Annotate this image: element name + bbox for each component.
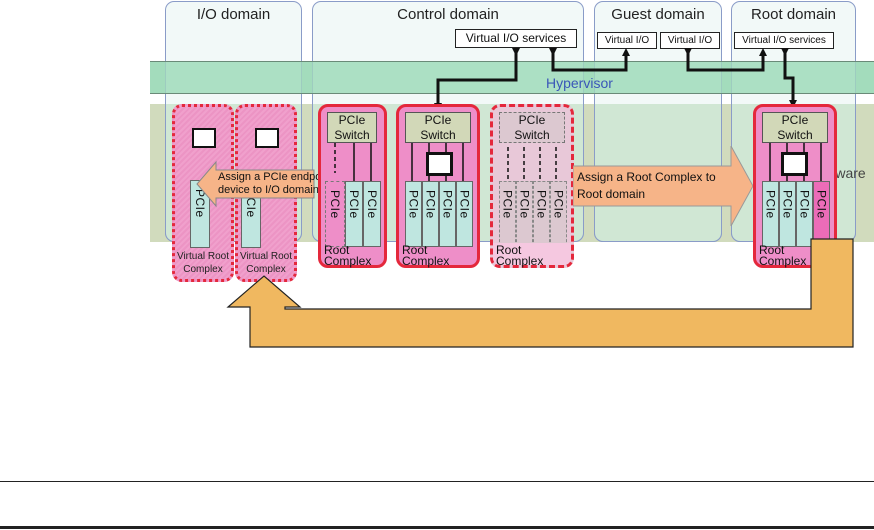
guest-vio-1[interactable]: Virtual I/O <box>597 32 657 49</box>
pcie-label: PCIe <box>365 190 379 219</box>
pcie-label: PCIe <box>347 190 361 219</box>
divider-line-thick <box>0 526 874 529</box>
endpoint-chip <box>426 152 453 176</box>
pcie-label: PCIe <box>440 190 455 219</box>
root-complex-control-3-reassigned[interactable]: PCIe Switch PCIe PCIe PCIe PCIe Root Com… <box>490 104 574 268</box>
callout-endpoint-line2: device to I/O domain <box>218 184 319 196</box>
rc-label-line2: Complex <box>402 254 450 268</box>
pcie-label: PCIe <box>517 190 532 219</box>
callout-rc-line1: Assign a Root Complex to <box>577 170 716 184</box>
rc-label-line1: Root <box>324 243 350 257</box>
root-complex-control-2[interactable]: PCIe Switch PCIe PCIe PCIe PCIe Root Com… <box>396 104 480 268</box>
endpoint-chip <box>781 152 808 176</box>
rc-label-line1: Root <box>759 243 785 257</box>
pcie-label: PCIe <box>534 190 549 219</box>
pcie-slot[interactable]: PCIe <box>550 181 567 247</box>
vrc-label-line1: Virtual Root <box>239 251 293 262</box>
pcie-slot[interactable]: PCIe <box>405 181 422 247</box>
arrow-control-vio-to-switch <box>434 48 520 111</box>
arrow-guest-to-root-vio <box>684 48 767 72</box>
pcie-switch: PCIe Switch <box>762 112 828 143</box>
root-complex-control-1[interactable]: PCIe Switch PCIe PCIe PCIe Root Complex <box>318 104 387 268</box>
domain-title-control: Control domain <box>397 6 499 23</box>
pcie-slot[interactable]: PCIe <box>516 181 533 247</box>
rc-label-line1: Root <box>496 243 522 257</box>
vrc-label-line2: Complex <box>183 264 223 275</box>
pcie-label: PCIe <box>328 190 342 219</box>
pcie-slot[interactable]: PCIe <box>796 181 813 247</box>
pcie-label: PCIe <box>193 189 207 218</box>
endpoint-chip <box>192 128 216 148</box>
callout-endpoint-line1: Assign a PCIe endpoint <box>218 171 333 183</box>
pcie-label: PCIe <box>500 190 515 219</box>
pcie-switch: PCIe Switch <box>499 112 565 143</box>
pcie-slot-reassigned[interactable]: PCIe <box>325 181 345 247</box>
switch-links <box>507 147 557 179</box>
callout-rc-line2: Root domain <box>577 187 646 201</box>
pcie-label: PCIe <box>763 190 778 219</box>
divider-line <box>0 481 874 482</box>
pcie-label: PCIe <box>814 190 829 219</box>
pcie-label: PCIe <box>457 190 472 219</box>
pcie-switch: PCIe Switch <box>405 112 471 143</box>
pcie-switch: PCIe Switch <box>327 112 377 143</box>
endpoint-chip <box>255 128 279 148</box>
switch-links <box>334 143 372 183</box>
pcie-slot[interactable]: PCIe <box>422 181 439 247</box>
pcie-label: PCIe <box>423 190 438 219</box>
callout-assign-rc: Assign a Root Complex to Root domain <box>577 169 716 203</box>
pcie-slot[interactable]: PCIe <box>779 181 796 247</box>
pcie-label: PCIe <box>780 190 795 219</box>
pcie-slot[interactable]: PCIe <box>439 181 456 247</box>
vrc-label-line1: Virtual Root <box>176 251 230 262</box>
pcie-slot[interactable]: PCIe <box>762 181 779 247</box>
pcie-label: PCIe <box>551 190 566 219</box>
domain-title-root: Root domain <box>750 6 837 23</box>
pcie-slot[interactable]: PCIe <box>190 180 210 248</box>
rc-label-line1: Root <box>402 243 428 257</box>
pcie-label: PCIe <box>406 190 421 219</box>
vrc-label-line2: Complex <box>246 264 286 275</box>
root-complex-root-domain[interactable]: PCIe Switch PCIe PCIe PCIe PCIe Root Com… <box>753 104 837 268</box>
pcie-slot[interactable]: PCIe <box>456 181 473 247</box>
rc-label-line2: Complex <box>496 254 544 268</box>
arrow-control-vio-to-guest <box>549 48 630 72</box>
pcie-slot[interactable]: PCIe <box>345 181 363 247</box>
arrow-root-vio-to-switch <box>781 48 797 108</box>
pcie-slot[interactable]: PCIe <box>363 181 381 247</box>
callout-assign-endpoint-shape <box>196 160 315 208</box>
callout-assign-rc-shape <box>573 146 753 227</box>
control-vio-services[interactable]: Virtual I/O services <box>455 29 577 48</box>
callout-assign-endpoint: Assign a PCIe endpoint device to I/O dom… <box>218 171 333 197</box>
rc-label-line2: Complex <box>759 254 807 268</box>
pcie-label: PCIe <box>797 190 812 219</box>
hypervisor-label: Hypervisor <box>546 75 613 91</box>
rc-label-line2: Complex <box>324 254 372 268</box>
pcie-slot[interactable]: PCIe <box>533 181 550 247</box>
domain-title-io: I/O domain <box>196 6 271 23</box>
domain-title-guest: Guest domain <box>611 6 705 23</box>
rc-label-bg <box>493 243 571 265</box>
